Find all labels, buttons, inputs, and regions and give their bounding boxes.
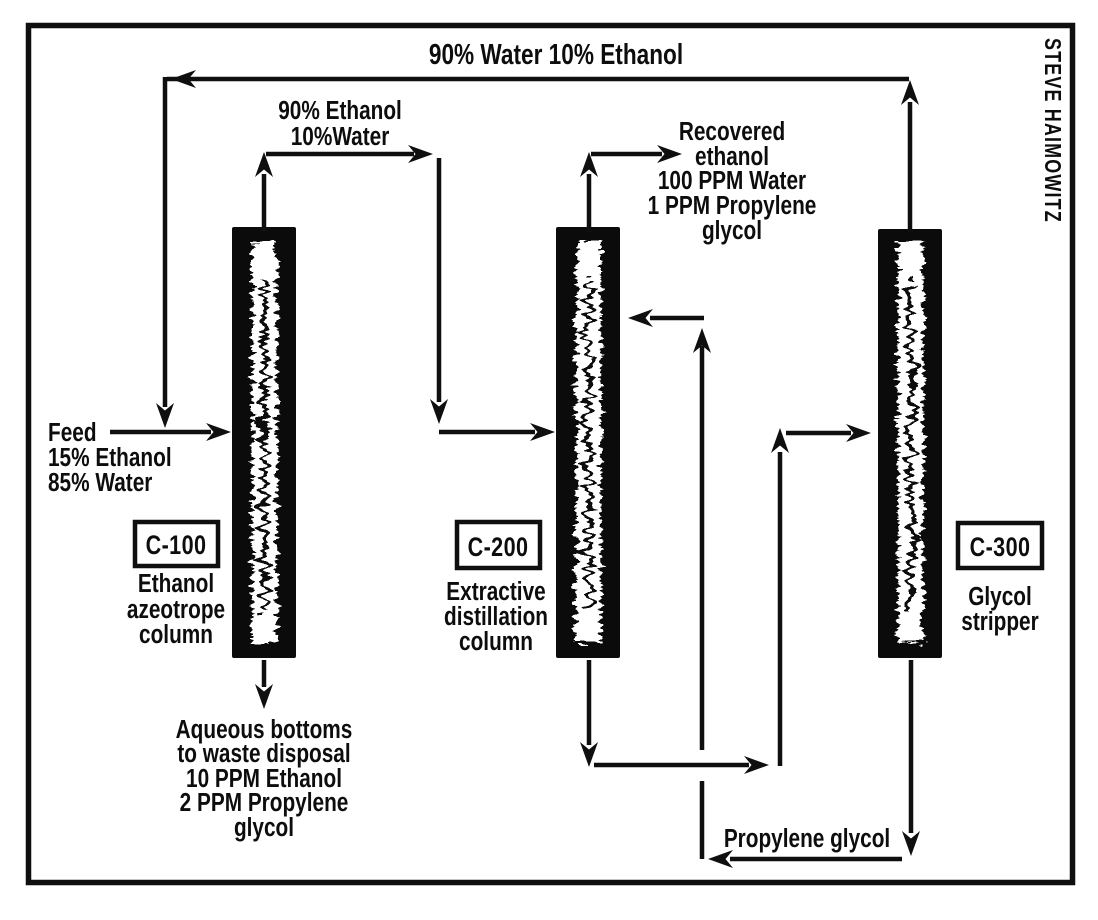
column-vessel-c300: [878, 229, 942, 658]
stream-azeotrope-overhead: [255, 145, 555, 441]
credit-text: STEVE HAIMOWITZ: [1039, 38, 1065, 223]
tag-c100: C-100: [146, 531, 207, 561]
label-c300-name-1: Glycol: [968, 582, 1032, 611]
label-recovered-line-4: 1 PPM Propylene: [648, 191, 817, 220]
label-feed-line-3: 85% Water: [48, 468, 152, 497]
figure-border: [25, 22, 1076, 886]
tag-c300: C-300: [970, 533, 1031, 563]
label-c200-name-3: column: [459, 627, 533, 656]
label-aqueous-line-1: Aqueous bottoms: [176, 715, 353, 744]
arrowhead-down-icon: [430, 399, 448, 424]
stream-propylene-glycol: [708, 660, 920, 868]
stream-aqueous-bottoms: [255, 660, 273, 709]
column-texture: [586, 280, 591, 610]
label-recovered-line-1: Recovered: [679, 117, 785, 146]
stream-solvent-return: [628, 309, 711, 859]
arrowhead-left-icon: [628, 309, 653, 327]
label-c100-name-2: azeotrope: [127, 595, 225, 624]
arrowhead-left-icon: [708, 850, 733, 868]
label-c300-name-2: stripper: [961, 607, 1038, 636]
stream-top-recycle: [156, 70, 919, 428]
arrowhead-down-icon: [255, 684, 273, 709]
label-feed-line-2: 15% Ethanol: [48, 443, 172, 472]
label-aqueous-line-4: 2 PPM Propylene: [180, 788, 349, 817]
tag-box-c200: [454, 519, 543, 571]
label-top-recycle: 90% Water 10% Ethanol: [429, 37, 683, 70]
label-aqueous-line-3: 10 PPM Ethanol: [186, 764, 342, 793]
label-c100-name-1: Ethanol: [138, 569, 214, 598]
stream-feed: [110, 423, 231, 441]
label-propylene-glycol: Propylene glycol: [724, 824, 890, 853]
label-aqueous-line-5: glycol: [234, 813, 294, 842]
label-c100-name-3: column: [139, 620, 213, 649]
column-vessel-c100: [232, 227, 296, 658]
column-vessel-c200: [556, 227, 620, 658]
label-recovered-line-2: ethanol: [695, 142, 769, 171]
label-c200-name-1: Extractive: [446, 577, 545, 606]
label-feed-line-1: Feed: [48, 418, 97, 447]
label-aqueous-line-2: to waste disposal: [177, 739, 350, 768]
stream-recovered-ethanol: [580, 145, 682, 232]
column-texture: [262, 280, 267, 610]
label-recovered-line-5: glycol: [702, 216, 762, 245]
column-texture: [908, 282, 913, 610]
tag-box-c300: [955, 520, 1045, 571]
label-azeotrope-line-1: 90% Ethanol: [278, 96, 402, 125]
tag-box-c100: [132, 519, 221, 569]
stream-c200-bottoms: [580, 424, 871, 774]
arrowhead-down-icon: [902, 831, 920, 856]
label-azeotrope-line-2: 10%Water: [291, 122, 390, 151]
arrowhead-up-icon: [901, 80, 919, 105]
label-c200-name-2: distillation: [444, 602, 548, 631]
label-recovered-line-3: 100 PPM Water: [658, 166, 806, 195]
tag-c200: C-200: [468, 533, 529, 563]
